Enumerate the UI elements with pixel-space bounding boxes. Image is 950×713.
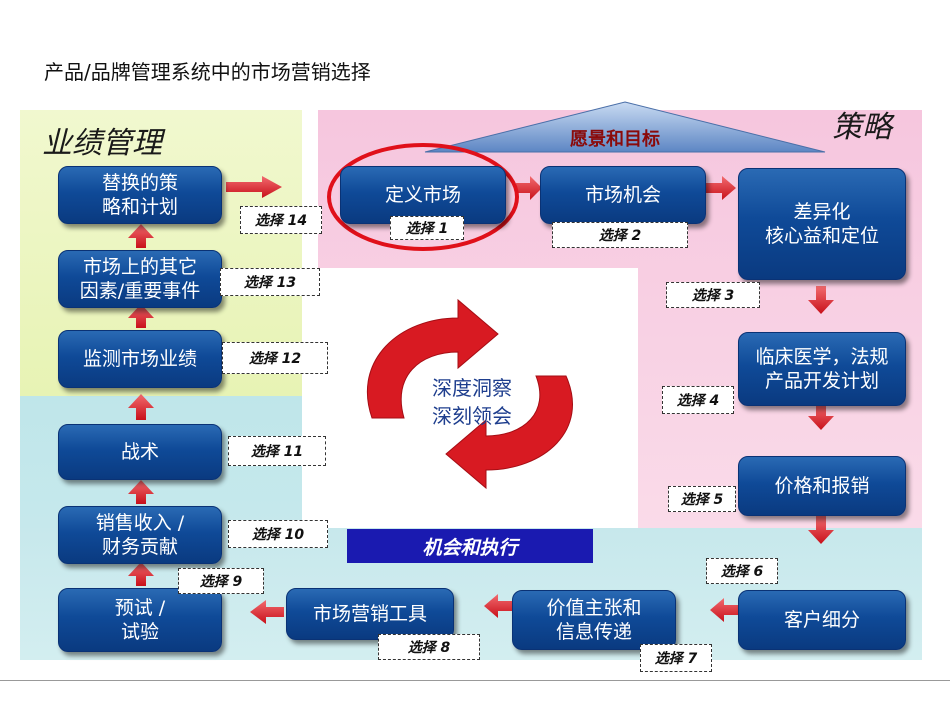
option-13-label: 选择 13 [220,268,320,296]
arrow-right [226,176,736,200]
arrow-down [808,286,834,544]
option-11-label: 选择 11 [228,436,326,466]
execution-label: 机会和执行 [347,529,593,563]
clinical-box[interactable]: 临床医学，法规 产品开发计划 [738,332,906,406]
option-7-label: 选择 7 [640,644,712,672]
arrow-left [250,594,738,624]
page-title: 产品/品牌管理系统中的市场营销选择 [44,60,371,84]
tactics-box[interactable]: 战术 [58,424,222,480]
option-12-label: 选择 12 [222,342,328,374]
pilot-box[interactable]: 预试 / 试验 [58,588,222,652]
option-6-label: 选择 6 [706,558,778,584]
marketing-tools-box[interactable]: 市场营销工具 [286,588,454,640]
alternative-strategy-box[interactable]: 替换的策 略和计划 [58,166,222,224]
option-5-label: 选择 5 [668,486,736,512]
monitor-box[interactable]: 监测市场业绩 [58,330,222,388]
center-insight-text: 深度洞察 深刻领会 [432,376,512,428]
option-10-label: 选择 10 [228,520,328,548]
value-proposition-box[interactable]: 价值主张和 信息传递 [512,590,676,650]
option-4-label: 选择 4 [662,386,734,414]
option-9-label: 选择 9 [178,568,264,594]
strategy-label: 策略 [832,110,892,145]
sales-box[interactable]: 销售收入 / 财务贡献 [58,506,222,564]
option-1-label: 选择 1 [390,216,464,240]
option-14-label: 选择 14 [240,206,322,234]
define-market-box[interactable]: 定义市场 [340,166,506,224]
segmentation-box[interactable]: 客户细分 [738,590,906,650]
vision-roof [424,101,826,153]
option-8-label: 选择 8 [378,634,480,660]
performance-label: 业绩管理 [42,126,162,161]
option-3-label: 选择 3 [666,282,760,308]
arrow-up [128,224,154,586]
highlight-circle [327,143,519,251]
other-factors-box[interactable]: 市场上的其它 因素/重要事件 [58,250,222,308]
pricing-box[interactable]: 价格和报销 [738,456,906,516]
option-2-label: 选择 2 [552,222,688,248]
cycle-arrows-icon [366,298,573,490]
vision-label: 愿景和目标 [570,129,660,150]
differentiation-box[interactable]: 差异化 核心益和定位 [738,168,906,280]
market-opportunity-box[interactable]: 市场机会 [540,166,706,224]
footer-divider [0,680,950,681]
